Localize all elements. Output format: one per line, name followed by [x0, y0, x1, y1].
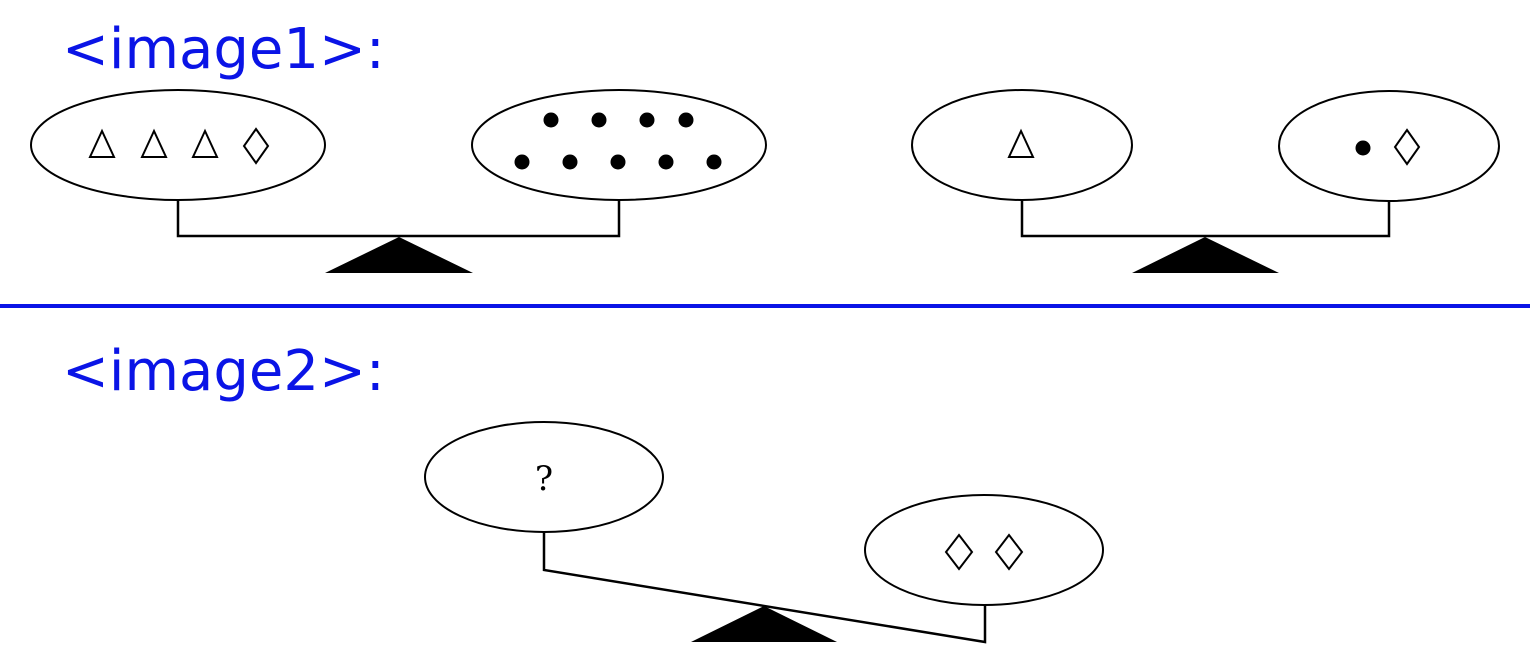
left-pan	[30, 89, 326, 201]
diamond-icon	[994, 533, 1024, 571]
right-pan	[471, 89, 767, 201]
diamond-icon	[944, 533, 974, 571]
scale-beam	[542, 532, 987, 644]
scale-fulcrum	[691, 606, 837, 642]
circle-icon	[610, 154, 626, 170]
circle-icon	[1355, 140, 1371, 156]
scale-fulcrum	[1132, 237, 1279, 273]
scale-image1-right	[911, 89, 1500, 273]
question-mark: ?	[535, 459, 553, 499]
triangle-icon	[191, 128, 219, 158]
circle-icon	[514, 154, 530, 170]
scale-image2: ?	[424, 421, 1104, 644]
image2-label: <image2>:	[62, 339, 385, 404]
image1-label: <image1>:	[62, 17, 385, 82]
circle-icon	[658, 154, 674, 170]
circle-icon	[706, 154, 722, 170]
scale-image1-left	[30, 89, 767, 273]
circle-icon	[678, 112, 694, 128]
circle-icon	[562, 154, 578, 170]
right-pan	[1278, 90, 1500, 202]
scale-fulcrum	[325, 237, 473, 273]
diamond-icon	[1393, 128, 1421, 166]
triangle-icon	[1007, 128, 1035, 158]
left-pan	[911, 89, 1133, 201]
right-pan	[864, 494, 1104, 606]
circle-icon	[591, 112, 607, 128]
left-pan	[424, 421, 664, 533]
diamond-icon	[242, 127, 270, 165]
triangle-icon	[88, 128, 116, 158]
scale-beam	[1020, 200, 1391, 238]
triangle-icon	[140, 128, 168, 158]
scale-beam	[176, 200, 621, 238]
circle-icon	[543, 112, 559, 128]
section-divider	[0, 304, 1530, 308]
circle-icon	[639, 112, 655, 128]
